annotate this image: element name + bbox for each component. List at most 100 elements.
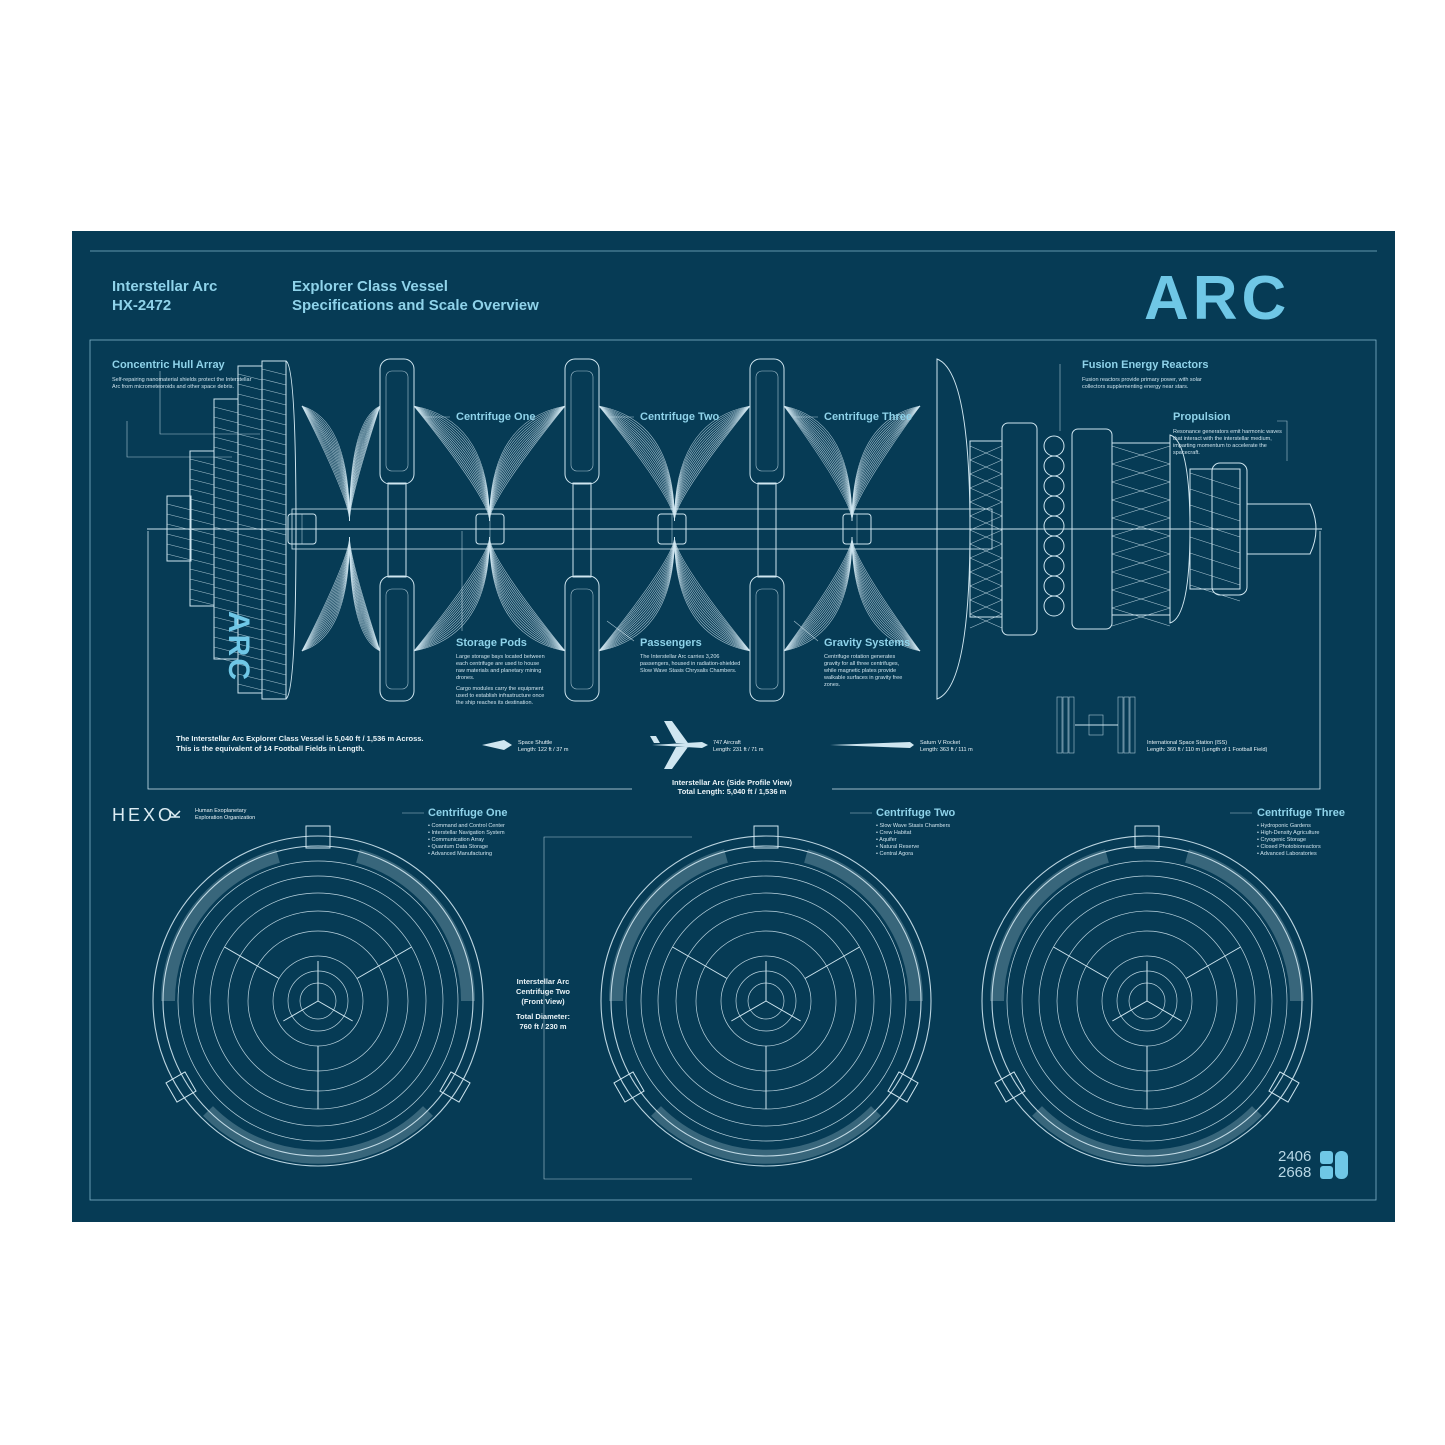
reactor-lattice bbox=[1111, 571, 1171, 591]
propulsion-frame bbox=[1189, 468, 1241, 590]
iss-name: International Space Station (ISS) bbox=[1147, 740, 1228, 746]
web-cable bbox=[851, 536, 921, 652]
web-cable bbox=[413, 536, 490, 652]
web-cable bbox=[674, 405, 751, 522]
list-item: Communication Array bbox=[428, 837, 505, 844]
shuttle-name: Space Shuttle bbox=[518, 740, 553, 746]
web-cable bbox=[489, 536, 566, 652]
hull-lattice bbox=[237, 623, 263, 631]
reactor-lattice bbox=[1111, 481, 1171, 501]
web-cable bbox=[674, 536, 751, 652]
fusion-reactor bbox=[1043, 495, 1065, 517]
iss-panel bbox=[1129, 696, 1136, 754]
web-cable bbox=[783, 405, 853, 522]
web-cable bbox=[674, 536, 751, 652]
hull-lattice bbox=[213, 496, 239, 504]
web-cable bbox=[489, 405, 566, 522]
front-c1-list: Command and Control Center Interstellar … bbox=[428, 823, 505, 858]
hull-lattice bbox=[261, 508, 287, 516]
centrifuge-spoke bbox=[765, 1000, 801, 1022]
hull-lattice bbox=[189, 498, 215, 506]
reactor-lattice bbox=[1111, 499, 1171, 519]
hull-lattice bbox=[237, 573, 263, 581]
web-cable bbox=[598, 536, 675, 652]
centrifuge-detail bbox=[755, 588, 779, 690]
hull-lattice bbox=[261, 428, 287, 436]
diameter-value: 760 ft / 230 m bbox=[519, 1022, 567, 1031]
hull-lattice bbox=[166, 523, 192, 531]
hull-lattice bbox=[189, 468, 215, 476]
web-cable bbox=[413, 405, 490, 522]
frame bbox=[89, 339, 1377, 1201]
web-cable bbox=[783, 405, 853, 522]
list-item: Slow Wave Stasis Chambers bbox=[876, 823, 950, 830]
web-cable bbox=[413, 536, 490, 652]
hull-lattice bbox=[213, 536, 239, 544]
centrifuge-ring-top bbox=[749, 358, 785, 485]
reactor-lattice bbox=[1111, 607, 1171, 627]
hull-lattice bbox=[237, 443, 263, 451]
web-cable bbox=[301, 405, 350, 522]
web-cable bbox=[783, 405, 853, 522]
hull-lattice bbox=[189, 598, 215, 606]
web-cable bbox=[489, 405, 566, 522]
serial-1: 2406 bbox=[1278, 1148, 1312, 1165]
list-item: Advanced Manufacturing bbox=[428, 851, 505, 858]
hull-lattice bbox=[213, 416, 239, 424]
web-cable bbox=[598, 405, 675, 522]
outer-segment bbox=[804, 849, 924, 1002]
web-cable bbox=[301, 405, 350, 522]
reactor-lattice bbox=[969, 557, 1003, 573]
docking-module bbox=[165, 1071, 197, 1103]
web-cable bbox=[851, 405, 921, 522]
hull-lattice bbox=[213, 616, 239, 624]
label-centrifuge-two: Centrifuge Two bbox=[640, 411, 720, 423]
web-cable bbox=[783, 536, 853, 652]
fusion-title: Fusion Energy Reactors bbox=[1082, 359, 1209, 371]
hull-lattice bbox=[213, 626, 239, 634]
web-cable bbox=[413, 405, 490, 522]
web-cable bbox=[301, 405, 350, 522]
list-item: Interstellar Navigation System bbox=[428, 830, 505, 837]
web-cable bbox=[598, 405, 675, 522]
web-cable bbox=[674, 536, 751, 652]
hull-lattice bbox=[261, 628, 287, 636]
web-cable bbox=[851, 405, 921, 522]
web-cable bbox=[783, 405, 853, 522]
centrifuge-detail bbox=[385, 370, 409, 472]
centrifuge-detail bbox=[385, 588, 409, 690]
docking-module bbox=[994, 1071, 1026, 1103]
centrifuge-hub bbox=[757, 482, 777, 578]
class-line: Explorer Class Vessel bbox=[292, 278, 448, 295]
list-item: Advanced Laboratories bbox=[1257, 851, 1321, 858]
web-cable bbox=[851, 405, 921, 522]
web-cable bbox=[783, 536, 853, 652]
web-cable bbox=[301, 536, 350, 652]
web-cable bbox=[598, 536, 675, 652]
web-cable bbox=[783, 405, 853, 522]
web-cable bbox=[301, 405, 350, 522]
web-cable bbox=[851, 405, 921, 522]
org-name-1: Human Exoplanetary bbox=[195, 808, 247, 814]
hull-lattice bbox=[237, 683, 263, 691]
hull-lattice bbox=[237, 413, 263, 421]
hull-lattice bbox=[261, 668, 287, 676]
web-cable bbox=[598, 536, 675, 652]
fusion-reactor bbox=[1043, 575, 1065, 597]
web-cable bbox=[598, 405, 675, 522]
dimension-line bbox=[543, 836, 692, 1180]
web-cable bbox=[301, 405, 350, 522]
web-cable bbox=[851, 405, 921, 522]
fusion-reactor bbox=[1043, 515, 1065, 537]
web-cable bbox=[489, 405, 566, 522]
web-cable bbox=[851, 536, 921, 652]
reactor-lattice bbox=[1111, 589, 1171, 609]
serial-mark bbox=[1320, 1151, 1333, 1164]
web-cable bbox=[301, 536, 350, 652]
hull-lattice bbox=[237, 463, 263, 471]
web-cable bbox=[489, 405, 566, 522]
shuttle-silhouette bbox=[482, 740, 512, 750]
web-cable bbox=[783, 405, 853, 522]
web-cable bbox=[783, 405, 853, 522]
web-cable bbox=[851, 405, 921, 522]
